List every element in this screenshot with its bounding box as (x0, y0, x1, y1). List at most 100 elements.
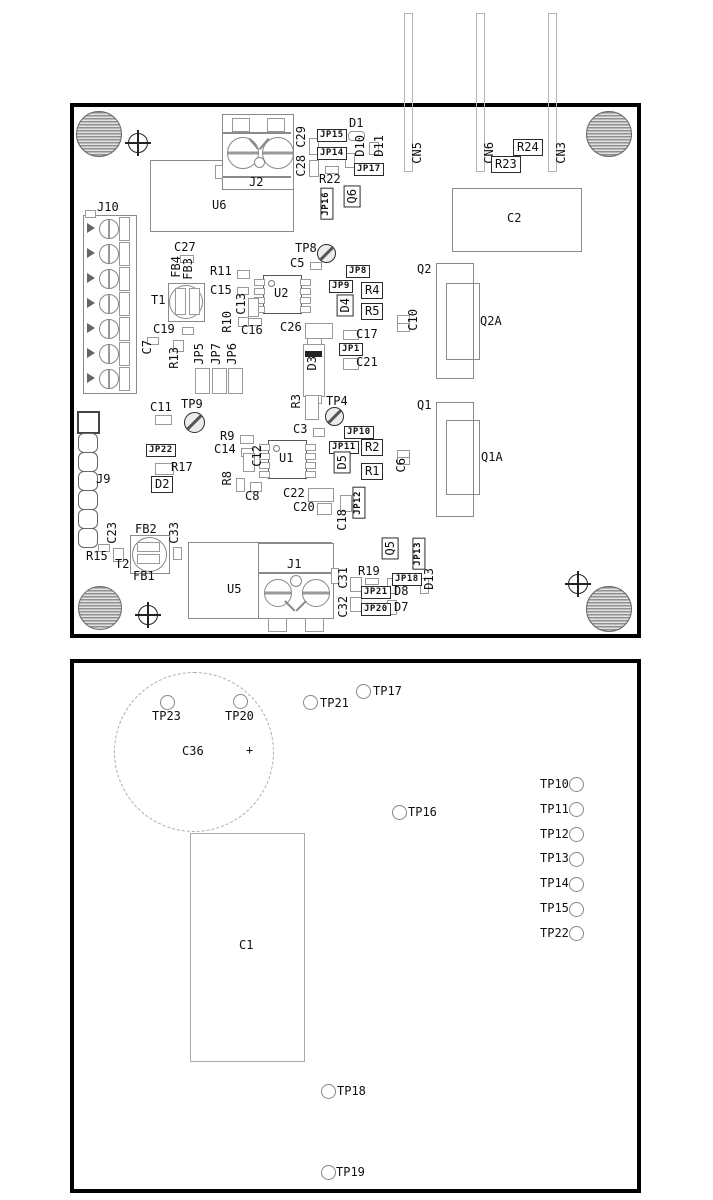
label-jp14: JP14 (317, 147, 347, 161)
label-tp20: TP20 (225, 709, 254, 723)
j1-tab (331, 568, 339, 584)
label-c21: C21 (356, 355, 378, 369)
label-plus: + (246, 743, 254, 757)
j10-screw (99, 344, 119, 364)
label-j10: J10 (97, 200, 119, 214)
label-r17: R17 (171, 460, 193, 474)
j2-hole (254, 157, 265, 168)
connector-cn6-pin (476, 13, 485, 172)
j10-screw (99, 219, 119, 239)
test-point-tp20-circle (233, 694, 248, 709)
u1-pin1-dot (273, 445, 280, 452)
label-c17: C17 (356, 327, 378, 341)
transistor-q1a-outline (446, 420, 480, 495)
label-q5: Q5 (382, 537, 399, 560)
label-jp8: JP8 (346, 265, 370, 279)
test-point-tp22-circle (569, 926, 584, 941)
j10-pad (119, 367, 130, 391)
diode-d10 (345, 153, 355, 168)
label-u5: U5 (227, 582, 242, 596)
resistor-r8 (236, 478, 245, 492)
resistor-r3 (305, 395, 319, 420)
diode-d3-band (305, 351, 322, 357)
u1-pin (259, 471, 270, 478)
j1-screw (302, 579, 330, 607)
label-c15: C15 (210, 283, 232, 297)
label-jp7: JP7 (209, 343, 223, 365)
label-t1: T1 (151, 293, 166, 307)
mounting-hole (586, 111, 632, 157)
label-tp16: TP16 (408, 805, 437, 819)
label-r2: R2 (361, 439, 384, 456)
label-jp20: JP20 (361, 603, 391, 617)
label-jp13: JP13 (412, 538, 426, 570)
u2-pin (300, 288, 311, 295)
capacitor-c11 (155, 415, 172, 425)
transformer-t1 (168, 283, 205, 322)
j10-screw (99, 269, 119, 289)
test-point-tp12-circle (569, 827, 584, 842)
label-r1: R1 (361, 463, 384, 480)
label-r19: R19 (358, 564, 380, 578)
capacitor-c16 (248, 318, 262, 326)
j9-pad (78, 452, 98, 472)
label-c1: C1 (239, 938, 254, 952)
j2-pad (267, 118, 285, 132)
capacitor-c13 (248, 298, 259, 317)
label-c14: C14 (214, 442, 236, 456)
test-point-tp11-circle (569, 802, 584, 817)
j2-pad (232, 118, 250, 132)
jumper-jp5-pad (195, 368, 210, 394)
j10-pin-arrow (87, 248, 95, 258)
j1-pad (268, 618, 287, 632)
label-c10: C10 (406, 309, 420, 331)
diode-d11 (369, 142, 379, 155)
label-q6: Q6 (344, 185, 361, 208)
label-jp6: JP6 (225, 343, 239, 365)
label-jp21: JP21 (361, 586, 391, 600)
capacitor-c6 (397, 457, 410, 465)
label-r4: R4 (361, 282, 384, 299)
label-q1: Q1 (417, 398, 432, 412)
j2-divider (223, 132, 291, 134)
j10-pad (119, 317, 130, 341)
capacitor-c26 (305, 323, 333, 339)
label-d5: D5 (334, 451, 351, 474)
capacitor-c7 (147, 337, 159, 345)
j10-pad (119, 342, 130, 366)
j2-screw (262, 137, 294, 169)
label-d8: D8 (394, 584, 409, 598)
resistor-r17 (155, 463, 174, 475)
u2-pin (254, 279, 265, 286)
mounting-hole (586, 586, 632, 632)
t1-winding (175, 288, 186, 315)
capacitor-c15 (237, 287, 249, 295)
resistor-r9 (240, 435, 254, 444)
label-j2: J2 (249, 175, 264, 189)
test-point-tp4-screw (325, 407, 344, 426)
label-c28-c29: C28 C29 (294, 126, 308, 177)
label-jp18: JP18 (392, 573, 422, 587)
ic-u2-body (263, 275, 302, 314)
label-c27: C27 (174, 240, 196, 254)
test-point-tp15-circle (569, 902, 584, 917)
label-tp12: TP12 (540, 827, 569, 841)
label-c33: C33 (167, 522, 181, 544)
label-tp15: TP15 (540, 901, 569, 915)
resistor-r15 (98, 544, 110, 552)
label-c23: C23 (105, 522, 119, 544)
u1-pin (305, 471, 316, 478)
label-fb2: FB2 (135, 522, 157, 536)
j2-tab (215, 165, 223, 179)
test-point-tp18-circle (321, 1084, 336, 1099)
connector-cn3-pin (548, 13, 557, 172)
j10-pad (119, 292, 130, 316)
label-r15: R15 (86, 549, 108, 563)
label-jp16: JP16 (320, 188, 334, 220)
j9-pad (78, 490, 98, 510)
u1-pin (259, 462, 270, 469)
jumper-jp7-pad (212, 368, 227, 394)
label-t2: T2 (115, 557, 130, 571)
u1-pin (305, 444, 316, 451)
test-point-tp16-circle (392, 805, 407, 820)
